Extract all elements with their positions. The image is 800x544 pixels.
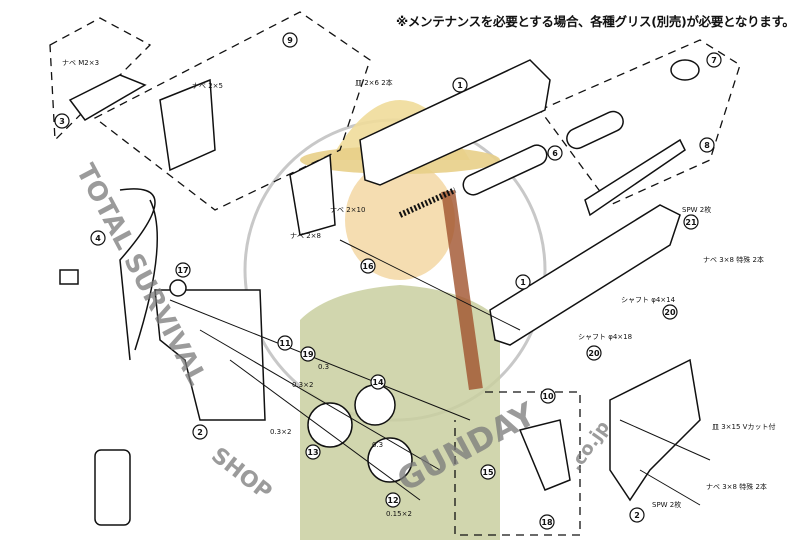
callout-number-14: 14 <box>372 378 384 387</box>
callout-circle <box>683 214 699 230</box>
label-w03x2b: 0.3×2 <box>270 428 291 436</box>
leader-lines <box>169 239 711 506</box>
callout-circle <box>547 145 563 161</box>
callout-circle <box>90 230 106 246</box>
callout-circle <box>586 345 602 361</box>
callout-number-18: 18 <box>541 518 553 527</box>
callout-number-8: 8 <box>704 141 710 150</box>
callout-circle <box>706 52 722 68</box>
watermark-shop: SHOP <box>206 443 276 505</box>
callout-number-12: 12 <box>387 496 398 505</box>
callout-circle <box>539 514 555 530</box>
callout-number-16: 16 <box>362 262 374 271</box>
callout-number-7: 7 <box>711 56 717 65</box>
callout-circle <box>385 492 401 508</box>
callout-number-1: 1 <box>520 278 526 287</box>
callout-number-21: 21 <box>685 218 697 227</box>
callout-circle <box>540 388 556 404</box>
callout-number-4: 4 <box>95 234 101 243</box>
label-2x6: 皿 2×6 2本 <box>355 78 393 87</box>
callout-circle <box>480 464 496 480</box>
label-3x15: 皿 3×15 Vカット付 <box>712 422 775 431</box>
callout-circle <box>452 77 468 93</box>
callout-number-13: 13 <box>307 448 318 457</box>
callout-number-6: 6 <box>552 149 558 158</box>
callout-circle <box>300 346 316 362</box>
callout-circle <box>370 374 386 390</box>
callout-circle <box>662 304 678 320</box>
callout-number-19: 19 <box>302 350 314 359</box>
label-3x8-bot: ナベ 3×8 特殊 2本 <box>706 482 767 491</box>
watermark-domain: .co.jp <box>565 417 614 475</box>
label-w03b: 0.3 <box>372 441 383 449</box>
label-spw-bot: SPW 2枚 <box>652 500 681 509</box>
callout-number-2: 2 <box>634 511 640 520</box>
callout-circle <box>277 335 293 351</box>
label-2x10: ナベ 2×10 <box>330 206 365 214</box>
callout-number-10: 10 <box>542 392 554 401</box>
callout-number-20: 20 <box>588 349 600 358</box>
label-spw-top: SPW 2枚 <box>682 205 711 214</box>
label-m2x3: ナベ M2×3 <box>62 59 99 67</box>
callout-circle <box>629 507 645 523</box>
label-3x8-top: ナベ 3×8 特殊 2本 <box>703 255 764 264</box>
callout-circle <box>192 424 208 440</box>
callout-number-17: 17 <box>177 266 188 275</box>
label-w03x2a: 0.3×2 <box>292 381 313 389</box>
callout-circle <box>699 137 715 153</box>
label-w03a: 0.3 <box>318 363 329 371</box>
callout-number-2: 2 <box>197 428 203 437</box>
parts <box>59 59 701 526</box>
watermark-left: TOTAL SURVIVAL <box>70 159 212 390</box>
label-shaft-14: シャフト φ4×14 <box>621 296 676 304</box>
label-shaft-18: シャフト φ4×18 <box>578 333 632 341</box>
callout-number-15: 15 <box>482 468 494 477</box>
callout-circle <box>360 258 376 274</box>
callout-number-20: 20 <box>664 308 676 317</box>
callout-number-9: 9 <box>287 36 293 45</box>
callout-circle <box>515 274 531 290</box>
grease-note: ※メンテナンスを必要とする場合、各種グリス(別売)が必要となります。 <box>396 14 795 29</box>
label-2x5: ナベ 2×5 <box>192 82 223 90</box>
label-w015x2: 0.15×2 <box>386 510 412 518</box>
callout-number-11: 11 <box>279 339 291 348</box>
callout-circle <box>175 262 191 278</box>
callout-circle <box>282 32 298 48</box>
screw-labels: ナベ M2×3 ナベ 2×5 皿 2×6 2本 ナベ 2×10 ナベ 2×8 S… <box>62 59 775 518</box>
callout-circle <box>305 444 321 460</box>
mascot-watermark <box>243 100 547 540</box>
label-2x8: ナベ 2×8 <box>290 232 321 240</box>
callout-number-3: 3 <box>59 117 65 126</box>
callout-number-1: 1 <box>457 81 463 90</box>
callout-circle <box>54 113 70 129</box>
